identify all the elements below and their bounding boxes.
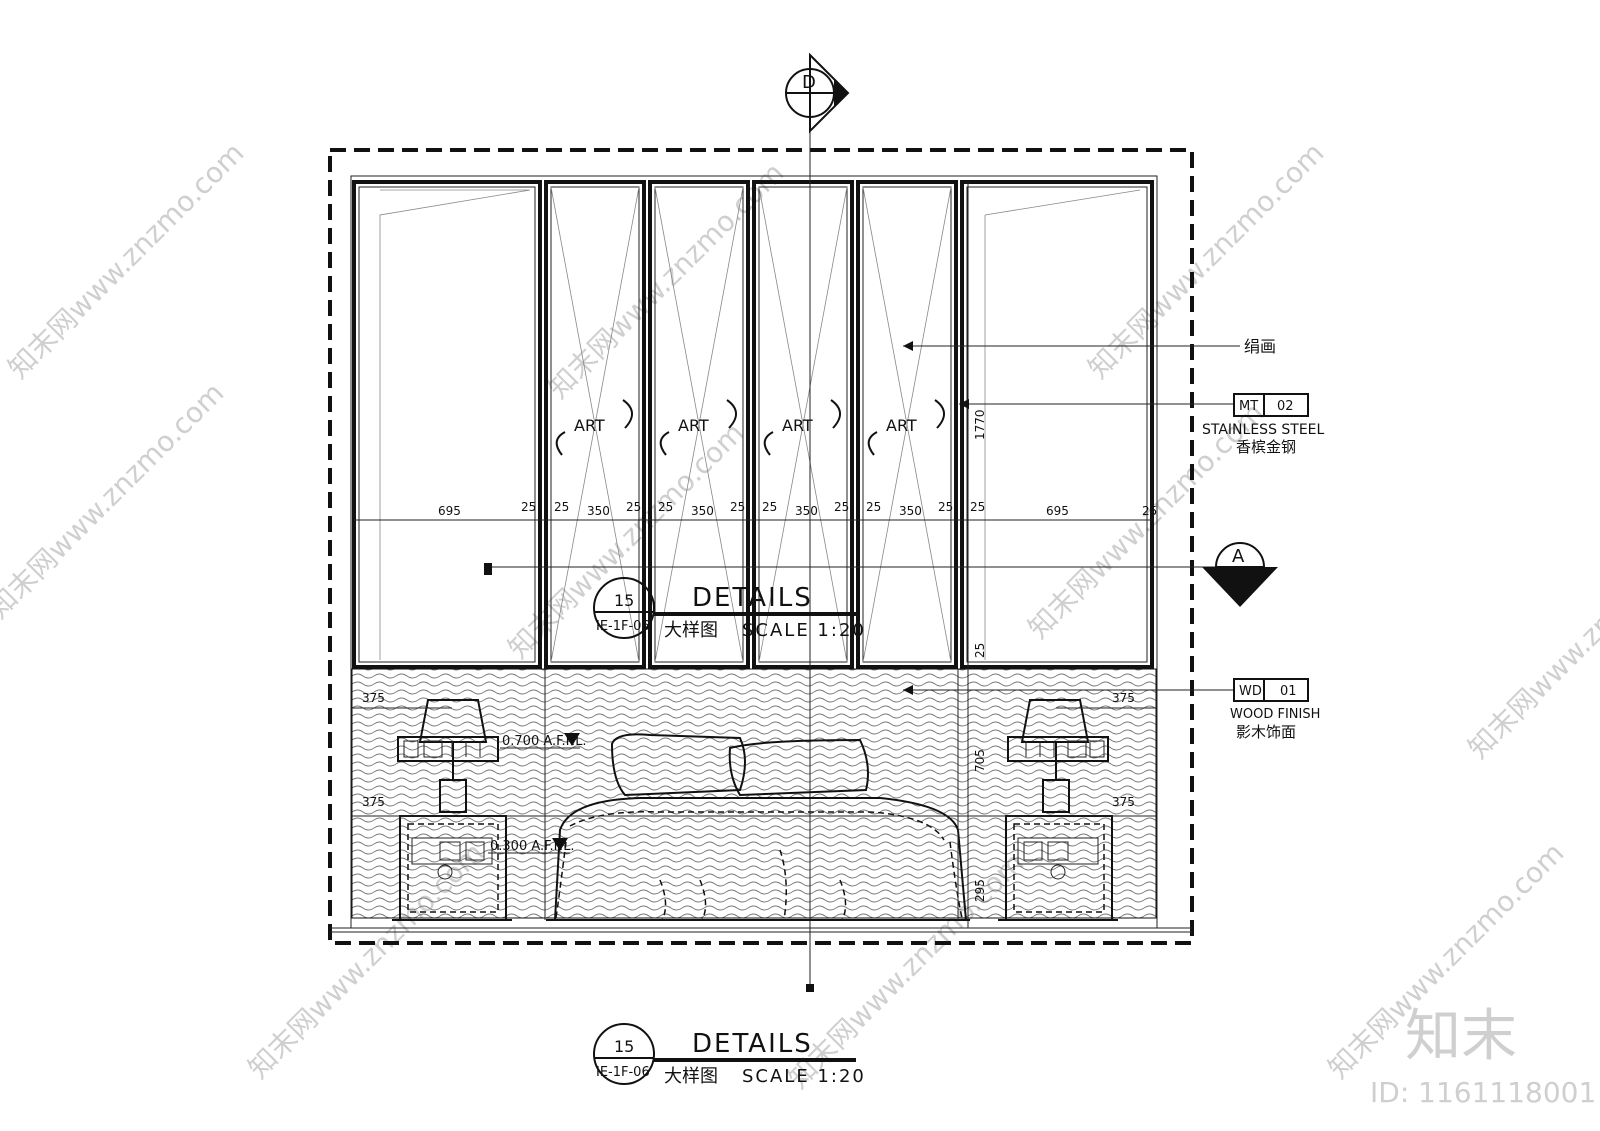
- watermark-logo: 知末: [1405, 1004, 1517, 1069]
- wd-name-cn: 影木饰面: [1236, 723, 1296, 741]
- svg-text:695: 695: [1046, 504, 1069, 518]
- svg-text:25: 25: [834, 500, 849, 514]
- svg-text:350: 350: [691, 504, 714, 518]
- svg-text:350: 350: [899, 504, 922, 518]
- art-panel-crosses: [550, 186, 952, 663]
- title-block-bottom: 15 IE-1F-06 DETAILS 大样图 SCALE 1:20: [593, 1023, 866, 1087]
- art-label: ART: [886, 416, 917, 435]
- mirror-reflections: [379, 189, 1141, 660]
- art-label: ART: [678, 416, 709, 435]
- svg-text:350: 350: [587, 504, 610, 518]
- section-marker-d-label: D: [802, 72, 816, 93]
- watermark-text: 知末网www.znzmo.com: [2, 136, 251, 385]
- title-scale: SCALE 1:20: [742, 1066, 866, 1087]
- title-subtitle-cn: 大样图: [664, 1066, 718, 1087]
- svg-text:375: 375: [1112, 795, 1135, 809]
- material-tag-wd: WD 01 WOOD FINISH 影木饰面: [1230, 678, 1320, 741]
- section-marker-a: A: [1202, 542, 1278, 607]
- svg-text:MT: MT: [1239, 399, 1258, 414]
- svg-text:02: 02: [1277, 399, 1294, 414]
- mt-name-en: STAINLESS STEEL: [1202, 422, 1325, 438]
- svg-text:1770: 1770: [973, 409, 987, 440]
- svg-text:IE-1F-06: IE-1F-06: [596, 619, 650, 634]
- svg-text:25: 25: [730, 500, 745, 514]
- section-marker-a-label: A: [1232, 546, 1245, 567]
- svg-text:25: 25: [521, 500, 536, 514]
- svg-text:695: 695: [438, 504, 461, 518]
- title-number: 15: [614, 1037, 634, 1056]
- svg-text:大样图: 大样图: [664, 620, 718, 641]
- watermark-text: 知末网www.znzmo.com: [0, 376, 230, 625]
- svg-text:25: 25: [938, 500, 953, 514]
- furniture: [392, 699, 1118, 921]
- svg-text:375: 375: [362, 691, 385, 705]
- watermark-text: 知末网www.znzmo.com: [1462, 516, 1600, 765]
- svg-text:25: 25: [762, 500, 777, 514]
- svg-text:295: 295: [973, 879, 987, 902]
- svg-text:705: 705: [973, 749, 987, 772]
- section-marker-d: D: [785, 52, 850, 134]
- width-dimensions: 695 25 25 350 25 25 350 25 25 350 25 25 …: [438, 500, 1157, 518]
- wd-name-en: WOOD FINISH: [1230, 707, 1320, 722]
- svg-text:25: 25: [1142, 504, 1157, 518]
- svg-text:25: 25: [554, 500, 569, 514]
- title-sheet: IE-1F-06: [596, 1065, 650, 1080]
- svg-text:15: 15: [614, 591, 634, 610]
- title-text: DETAILS: [692, 1029, 813, 1059]
- svg-text:01: 01: [1280, 684, 1297, 699]
- svg-text:375: 375: [362, 795, 385, 809]
- panel-frames: [352, 180, 1154, 669]
- watermark-id: ID: 1161118001: [1370, 1076, 1596, 1109]
- svg-text:25: 25: [973, 643, 987, 658]
- outer-boundary: [328, 148, 1194, 945]
- level-markers: 0.700 A.F.F.L. 0.300 A.F.F.L.: [488, 733, 587, 854]
- watermark-text: 知末网www.znzmo.com: [1082, 136, 1331, 385]
- art-label: ART: [574, 416, 605, 435]
- leaders: [903, 341, 1240, 695]
- svg-text:WD: WD: [1239, 684, 1262, 699]
- svg-text:DETAILS: DETAILS: [692, 583, 813, 613]
- svg-text:0.700 A.F.F.L.: 0.700 A.F.F.L.: [502, 734, 587, 749]
- mt-name-cn: 香槟金钢: [1236, 438, 1296, 456]
- silk-painting-label: 绢画: [1244, 337, 1276, 356]
- svg-text:375: 375: [1112, 691, 1135, 705]
- svg-text:0.300 A.F.F.L.: 0.300 A.F.F.L.: [490, 839, 575, 854]
- svg-text:25: 25: [866, 500, 881, 514]
- svg-text:25: 25: [626, 500, 641, 514]
- svg-text:350: 350: [795, 504, 818, 518]
- svg-text:SCALE 1:20: SCALE 1:20: [742, 620, 866, 641]
- height-dimensions: 1770 25 705 295: [973, 409, 987, 902]
- material-tag-mt: MT 02 STAINLESS STEEL 香槟金钢: [1202, 393, 1325, 456]
- art-labels: ART ART ART ART: [555, 399, 945, 456]
- svg-text:25: 25: [658, 500, 673, 514]
- svg-text:25: 25: [970, 500, 985, 514]
- title-block-inner: 15 IE-1F-06 DETAILS 大样图 SCALE 1:20: [593, 577, 866, 641]
- art-label: ART: [782, 416, 813, 435]
- side-dimensions: 375 375 375 375: [352, 691, 1156, 809]
